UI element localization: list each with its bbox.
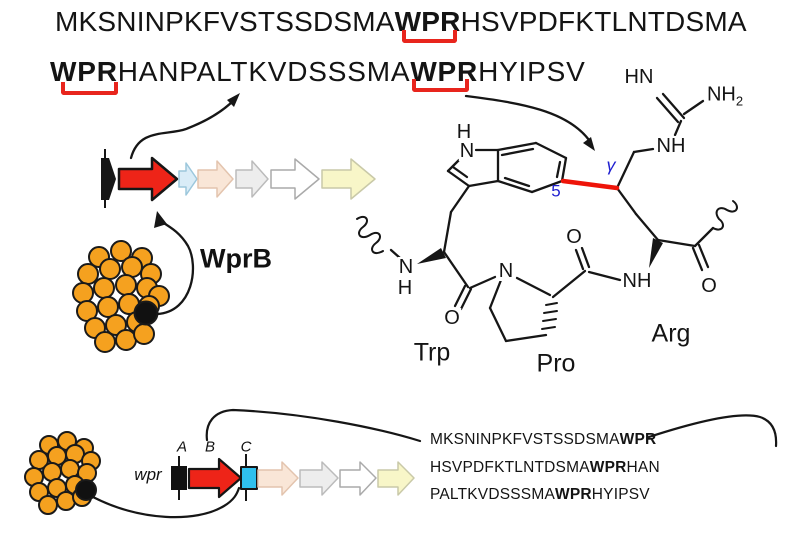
gene-f-top (270, 158, 320, 200)
bseq2-wpr: WPR (589, 458, 627, 476)
pro-carbonyl-o-label: O (565, 226, 583, 248)
gene-cluster-bottom (171, 454, 415, 501)
connector-curves-bottom (91, 408, 778, 519)
precursor-sequence-line1: MKSNINPKFVSTSSDSMAWPRHSVPDFKTLNTDSMA (55, 6, 747, 38)
gene-c-top (178, 162, 198, 196)
curve-gene-b-to-sequence (205, 408, 422, 443)
gene-d-bottom (257, 461, 299, 496)
gene-cluster-label-wpr: wpr (134, 465, 162, 484)
bottom-sequence-block: MKSNINPKFVSTSSDSMAWPR HSVPDFKTLNTDSMAWPR… (430, 426, 660, 509)
gene-c-bottom-cyan (240, 466, 258, 490)
connector-arrows-top (129, 93, 595, 316)
wedge-bond-arg (649, 238, 663, 268)
trp-backbone-h-label: H (396, 277, 414, 299)
gene-d-top (197, 160, 234, 198)
arrow-gene-to-sequence (129, 98, 236, 160)
enzyme-blob-bottom (24, 431, 101, 515)
gene-letter-a: A (176, 438, 188, 456)
bseq3-wpr: WPR (555, 486, 592, 503)
trp-carbonyl-o-label: O (443, 307, 461, 329)
modified-residue-dot-bottom (75, 479, 97, 501)
enzyme-label-wprb: WprB (200, 243, 272, 274)
seq2-mid: HANPALTKVDSSSMA (117, 56, 411, 87)
modified-residue-dot-top (133, 300, 159, 326)
curve-sequence-wraparound (647, 414, 778, 448)
wpr-bracket-1 (402, 30, 457, 43)
arg-carbonyl-o-label: O (700, 275, 718, 297)
bseq2-post: HAN (626, 458, 660, 476)
gene-letter-b: B (204, 438, 216, 456)
gene-letter-c: C (240, 438, 252, 456)
pro-n-label: N (497, 260, 515, 282)
hash-bond-pro (541, 302, 558, 330)
arrowhead-blob-to-gene (154, 211, 167, 228)
indole-n-label: N (458, 140, 476, 162)
residue-label-arg: Arg (651, 319, 691, 348)
seq1-post: HSVPDFKTLNTDSMA (460, 6, 747, 37)
arg-backbone-nh-label: NH (621, 270, 653, 292)
curve-blob-to-gene-b (91, 486, 241, 519)
bottom-sequence-line1: MKSNINPKFVSTSSDSMAWPR (430, 426, 660, 454)
arrowhead-gene-to-sequence (227, 93, 240, 107)
guanidine-nh2-sub: 2 (735, 93, 744, 109)
guanidine-nh2-label: NH2 (705, 83, 745, 109)
precursor-sequence-line2: WPRHANPALTKVDSSSMAWPRHYIPSV (50, 56, 586, 88)
seq1-pre: MKSNINPKFVSTSSDSMA (55, 6, 395, 37)
gene-g-bottom (377, 461, 415, 496)
guanidine-hn-label: HN (623, 66, 655, 88)
wedge-bond-trp (417, 248, 446, 264)
residue-label-pro: Pro (536, 349, 576, 378)
arrow-blob-to-gene (155, 220, 195, 316)
wavy-bond-left (356, 215, 384, 255)
guanidine-nh2-base: NH (706, 83, 736, 106)
gene-a-bottom (171, 466, 187, 490)
gene-a-top (101, 158, 116, 200)
bseq1-wpr: WPR (619, 431, 657, 448)
arg-ne-nh-label: NH (655, 135, 687, 157)
gene-e-top (235, 160, 269, 198)
arrow-motif-to-structure (464, 94, 591, 142)
gene-b-top-red-arrow (117, 156, 179, 202)
gene-f-bottom (339, 461, 377, 496)
bseq3-pre: PALTKVDSSSMA (430, 486, 555, 503)
wpr-bracket-3 (412, 79, 469, 92)
wpr-bracket-2 (61, 82, 118, 95)
bseq3-post: HYIPSV (591, 486, 650, 503)
indole-h-label: H (455, 121, 473, 143)
seq2-wpr-motif-1: WPR (50, 56, 118, 87)
trp-backbone-n-label: N (397, 256, 415, 278)
gene-cluster-top (101, 149, 376, 208)
crosslink-bond-red (560, 178, 620, 191)
bottom-sequence-line3: PALTKVDSSSMAWPRHYIPSV (430, 481, 660, 509)
indole-c5-label: 5 (551, 181, 561, 201)
gene-b-bottom-red-arrow (187, 457, 243, 499)
bseq1-pre: MKSNINPKFVSTSSDSMA (430, 431, 620, 448)
bseq2-pre: HSVPDFKTLNTDSMA (430, 458, 590, 476)
gamma-carbon-label: γ (606, 155, 616, 175)
seq2-post: HYIPSV (478, 56, 586, 87)
gene-e-bottom (299, 461, 339, 496)
arrowhead-motif-to-structure (583, 137, 595, 151)
residue-label-trp: Trp (413, 338, 451, 367)
bottom-sequence-line2: HSVPDFKTLNTDSMAWPRHAN (430, 454, 660, 482)
gene-g-top (321, 158, 376, 200)
chemical-structure-bonds (356, 92, 738, 343)
wavy-bond-right (712, 200, 738, 231)
enzyme-blob-top (72, 240, 170, 353)
